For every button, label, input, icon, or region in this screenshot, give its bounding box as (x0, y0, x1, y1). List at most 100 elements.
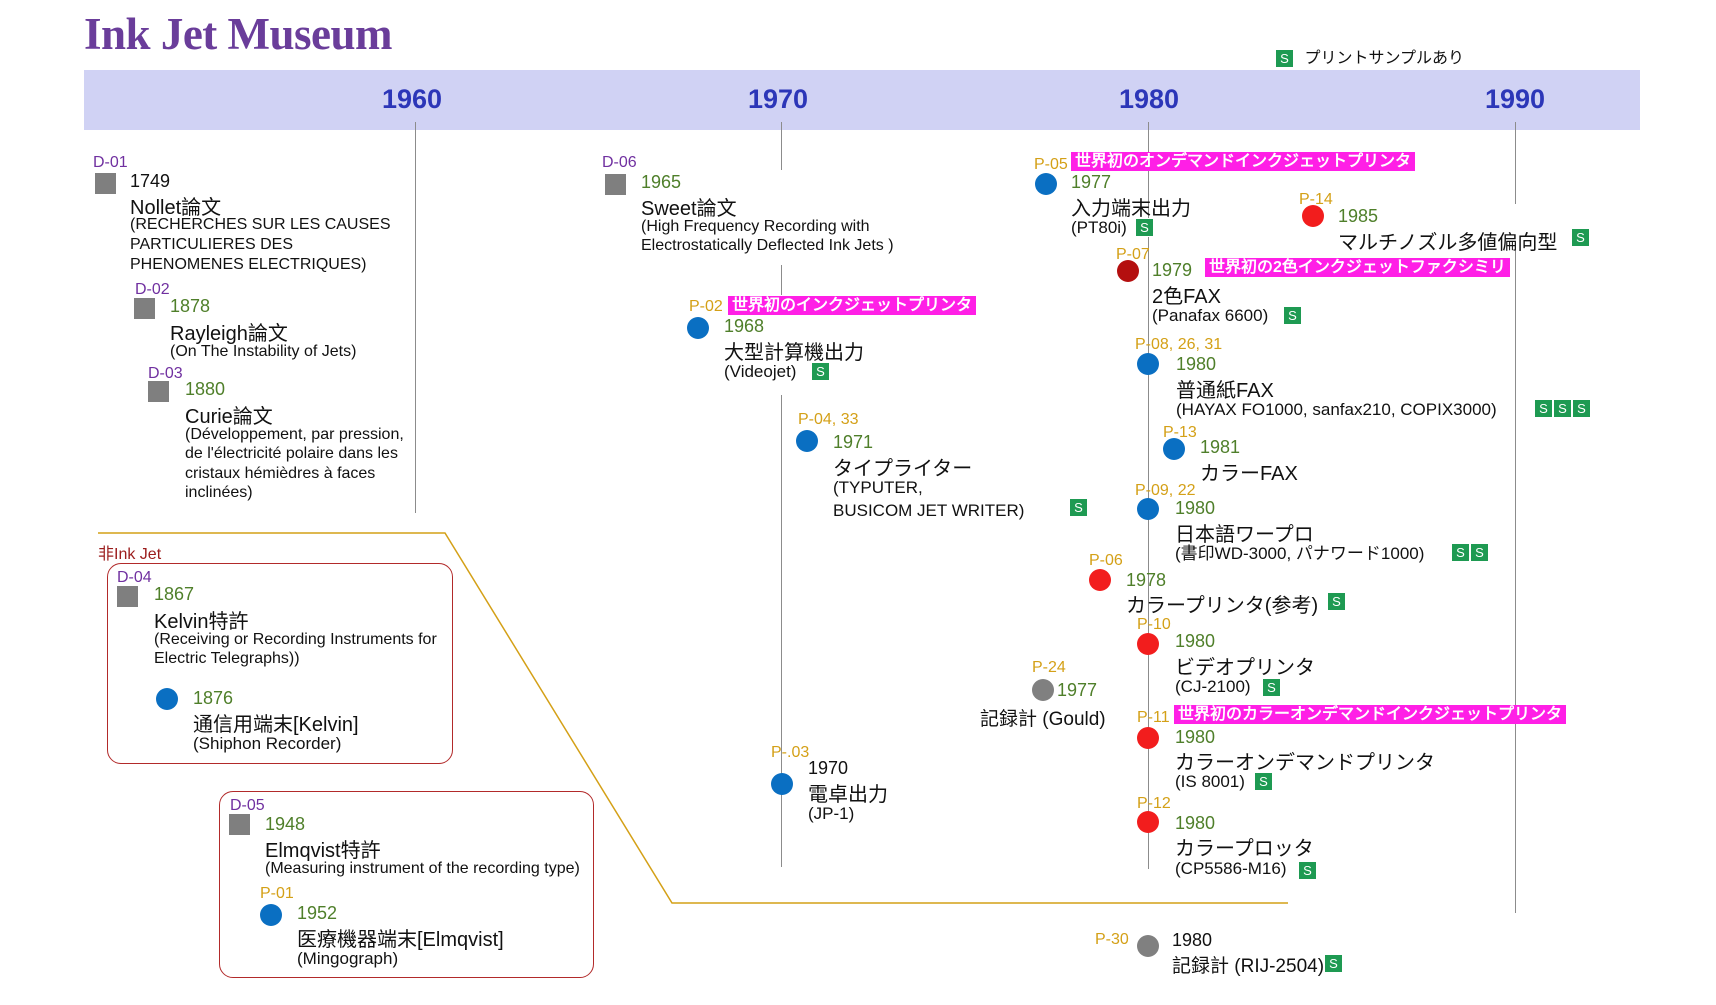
item-code: P-04, 33 (798, 411, 859, 428)
inkjet-dot-icon (260, 904, 282, 926)
sample-badge-icon: S (1298, 861, 1317, 880)
item-year: 1749 (130, 171, 171, 191)
item-year: 1970 (808, 758, 849, 778)
item-desc: Electric Telegraphs)) (154, 650, 300, 667)
inkjet-dot-icon (1137, 353, 1159, 375)
item-name: マルチノズル多値偏向型 (1338, 232, 1558, 254)
decade-label: 1990 (1485, 84, 1546, 114)
sample-badge-icon: S (1451, 543, 1470, 562)
document-square-icon (148, 381, 169, 402)
item-year: 1985 (1338, 206, 1379, 226)
decade-line (1515, 122, 1516, 204)
inkjet-dot-icon (156, 688, 178, 710)
item-name: タイプライター (833, 458, 973, 480)
timeline-band (84, 70, 1640, 130)
item-desc: (Measuring instrument of the recording t… (265, 860, 580, 877)
item-year: 1980 (1175, 498, 1216, 518)
item-code: P-30 (1095, 931, 1129, 948)
item-code: D-01 (93, 154, 128, 171)
world-first-badge: 世界初の2色インクジェットファクシミリ (1205, 258, 1510, 277)
item-name: 通信用端末[Kelvin] (193, 714, 359, 736)
item-desc: (Développement, par pression, (185, 426, 404, 443)
sample-group: S (1571, 228, 1590, 247)
item-desc: (RECHERCHES SUR LES CAUSES (130, 216, 391, 233)
item-name: Sweet論文 (641, 198, 737, 220)
inkjet-dot-icon (1163, 438, 1185, 460)
sample-badge-icon: S (1470, 543, 1489, 562)
sample-group: S (1254, 772, 1273, 791)
recorder-dot-icon (1137, 935, 1159, 957)
page-title: Ink Jet Museum (84, 9, 393, 59)
item-code: P-08, 26, 31 (1135, 336, 1223, 353)
decade-label: 1970 (748, 84, 809, 114)
sample-badge-icon: S (1262, 678, 1281, 697)
item-name: 記録計 (RIJ-2504) (1172, 956, 1325, 977)
item-code: P-.03 (771, 744, 810, 761)
sample-group: S (1327, 592, 1346, 611)
item-code: P-13 (1163, 424, 1197, 441)
decade-label: 1980 (1119, 84, 1180, 114)
item-code: P-11 (1137, 709, 1170, 726)
item-desc: Electrostatically Deflected Ink Jets ) (641, 237, 894, 254)
item-desc: (CP5586-M16) (1175, 859, 1287, 878)
item-name: 記録計 (Gould) (980, 709, 1106, 730)
sample-badge-icon: S (1069, 498, 1088, 517)
item-name: Kelvin特許 (154, 611, 249, 633)
item-code: P-02 (689, 298, 723, 315)
item-code: P-24 (1032, 659, 1066, 676)
item-name: 日本語ワープロ (1175, 524, 1314, 546)
inkjet-dot-icon (1137, 727, 1159, 749)
inkjet-dot-icon (771, 773, 793, 795)
item-year: 1980 (1172, 930, 1213, 950)
item-desc: PHENOMENES ELECTRIQUES) (130, 256, 367, 273)
sample-badge-icon: S (1572, 399, 1591, 418)
world-first-badge: 世界初のオンデマンドインクジェットプリンタ (1071, 152, 1416, 171)
item-name: 大型計算機出力 (724, 342, 864, 364)
item-name: 普通紙FAX (1176, 380, 1274, 402)
decade-line (415, 122, 416, 513)
item-desc: (HAYAX FO1000, sanfax210, COPIX3000) (1176, 400, 1497, 419)
document-square-icon (117, 586, 138, 607)
document-square-icon (605, 174, 626, 195)
item-code: P-14 (1299, 191, 1333, 208)
item-name: カラーオンデマンドプリンタ (1175, 752, 1435, 774)
inkjet-dot-icon (796, 430, 818, 452)
inkjet-dot-icon (1035, 173, 1057, 195)
item-name: カラープリンタ(参考) (1126, 595, 1319, 617)
item-name: 電卓出力 (808, 784, 888, 806)
item-desc: (High Frequency Recording with (641, 218, 870, 235)
item-year: 1878 (170, 296, 211, 316)
item-year: 1977 (1057, 680, 1098, 700)
decade-line (781, 395, 782, 867)
legend-text: プリントサンプルあり (1304, 50, 1464, 67)
item-code: P-12 (1137, 795, 1171, 812)
item-name: 2色FAX (1152, 286, 1221, 308)
item-desc: de l'électricité polaire dans les (185, 445, 398, 462)
item-year: 1980 (1175, 631, 1216, 651)
item-desc: (CJ-2100) (1175, 677, 1251, 696)
item-code: D-04 (117, 569, 152, 586)
recorder-dot-icon (1032, 679, 1054, 701)
item-desc: BUSICOM JET WRITER) (833, 501, 1025, 520)
sample-badge-icon: S (1135, 218, 1154, 237)
item-code: D-06 (602, 154, 637, 171)
item-code: P-06 (1089, 552, 1123, 569)
inkjet-dot-icon (1302, 205, 1324, 227)
sample-badge-icon: S (1571, 228, 1590, 247)
item-desc: (TYPUTER, (833, 478, 923, 497)
document-square-icon (95, 173, 116, 194)
elmqvist-group-box (219, 791, 594, 978)
decade-line (1148, 122, 1149, 869)
item-year: 1980 (1175, 727, 1216, 747)
decade-line (781, 265, 782, 295)
item-code: P-10 (1137, 616, 1171, 633)
item-name: 入力端末出力 (1071, 198, 1191, 220)
item-code: D-05 (230, 797, 265, 814)
world-first-badge: 世界初のインクジェットプリンタ (728, 296, 977, 315)
item-year: 1979 (1152, 260, 1193, 280)
item-desc: (On The Instability of Jets) (170, 343, 357, 360)
world-first-badge: 世界初のカラーオンデマンドインクジェットプリンタ (1174, 705, 1567, 724)
item-year: 1978 (1126, 570, 1167, 590)
